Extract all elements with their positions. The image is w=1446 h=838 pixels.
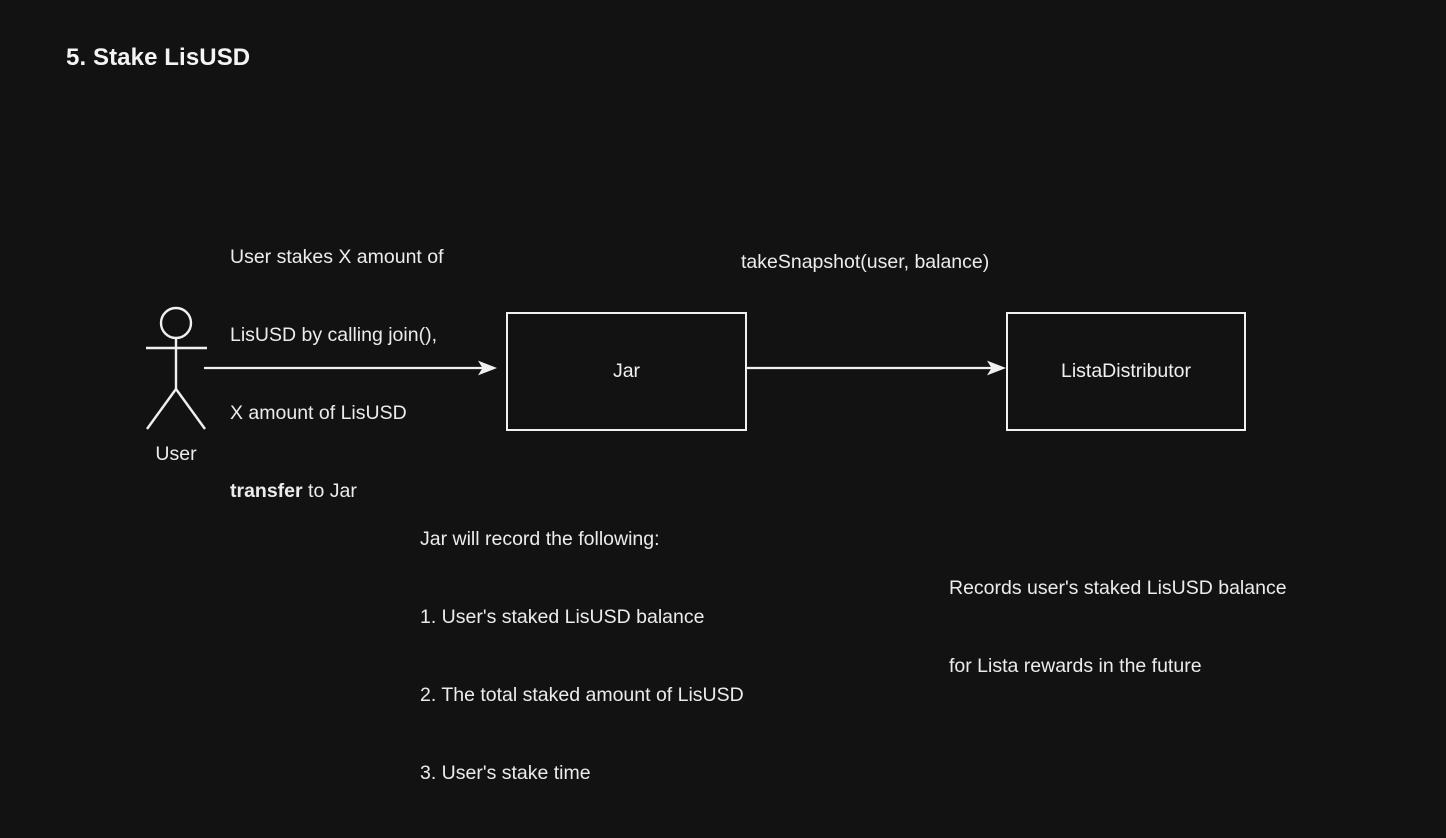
edge-label-line-1: User stakes X amount of [230, 246, 444, 268]
edge-label-jar-to-lista-distributor: takeSnapshot(user, balance) [741, 251, 990, 273]
edge-label-line-3: X amount of LisUSD [230, 402, 407, 424]
edge-label-line-4: transfer to Jar [230, 478, 444, 504]
diagram-canvas: 5. Stake LisUSD User stakes X amount of … [66, 44, 1287, 784]
arrow-jar-to-lista-distributor [746, 360, 1006, 376]
arrow-head-icon [987, 360, 1006, 376]
edge-label-line-4-rest: to Jar [302, 480, 357, 502]
annotation-jar-item-3: 3. User's stake time [420, 762, 591, 784]
annotation-distributor-line-2: for Lista rewards in the future [949, 655, 1202, 677]
stick-figure-user-icon [146, 306, 207, 430]
annotation-jar-note: Jar will record the following: 1. User's… [420, 474, 744, 838]
annotation-jar-item-1: 1. User's staked LisUSD balance [420, 606, 705, 628]
annotation-jar-item-2: 2. The total staked amount of LisUSD [420, 684, 744, 706]
node-jar-label: Jar [612, 360, 641, 382]
annotation-distributor-line-1: Records user's staked LisUSD balance [949, 577, 1287, 599]
edge-label-line-4-bold: transfer [230, 480, 303, 502]
actor-left-leg-line [146, 388, 177, 430]
actor-right-leg-line [175, 388, 206, 430]
node-lista-distributor[interactable]: ListaDistributor [1006, 312, 1246, 431]
actor-label: User [155, 443, 197, 465]
annotation-jar-heading: Jar will record the following: [420, 528, 660, 550]
node-lista-distributor-label: ListaDistributor [1060, 360, 1192, 382]
edge-label-user-to-jar: User stakes X amount of LisUSD by callin… [230, 192, 444, 556]
annotation-distributor-note: Records user's staked LisUSD balance for… [949, 523, 1287, 731]
arrow-user-to-jar [204, 360, 497, 376]
node-jar[interactable]: Jar [506, 312, 747, 431]
arrow-head-icon [478, 360, 497, 376]
edge-label-line-2: LisUSD by calling join(), [230, 324, 437, 346]
page-title: 5. Stake LisUSD [66, 44, 251, 71]
actor-head-icon [159, 306, 193, 340]
